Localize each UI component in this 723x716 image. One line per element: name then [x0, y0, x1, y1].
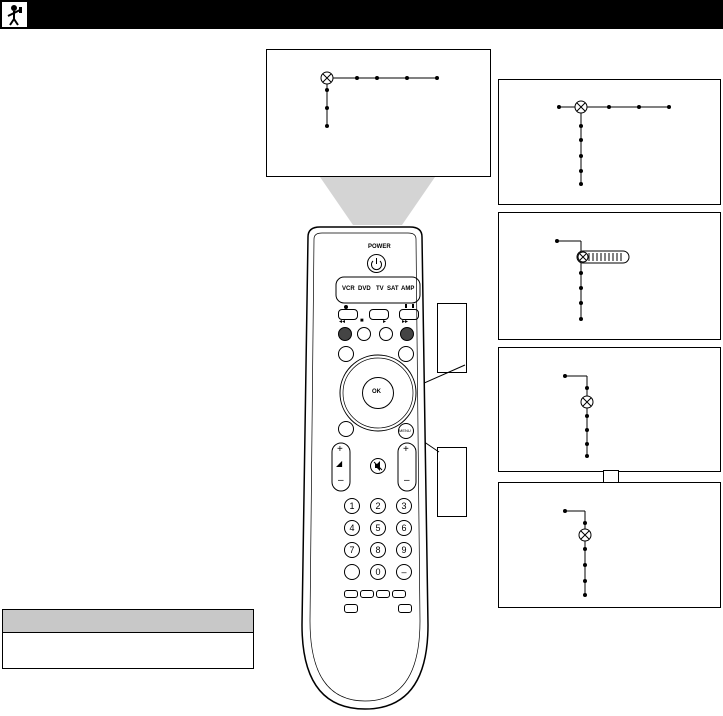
record-button[interactable]	[338, 309, 358, 320]
number-key-5[interactable]: 5	[370, 520, 386, 536]
source-button-dvd[interactable]: DVD	[358, 286, 371, 292]
record-icon	[344, 305, 348, 309]
callout-menu	[437, 447, 467, 517]
tip-box	[2, 609, 254, 669]
number-key-9[interactable]: 9	[396, 542, 412, 558]
fast-forward-button[interactable]	[400, 327, 414, 341]
remote-control: POWER VCR DVD TV SAT AMP ◂◂ ■ ▸ ▸▸ OK ME…	[300, 225, 430, 711]
color-key-blue[interactable]	[392, 590, 406, 598]
tv-screen-step-3	[498, 347, 721, 472]
source-button-sat[interactable]: SAT	[387, 286, 399, 292]
pause-icon	[405, 304, 414, 308]
power-button[interactable]	[367, 254, 386, 273]
mute-icon	[373, 461, 383, 471]
header-bar	[0, 0, 723, 29]
tv-screen-step-1	[498, 79, 721, 205]
mute-button[interactable]	[370, 458, 386, 474]
source-button-vcr[interactable]: VCR	[342, 286, 355, 292]
menu-diagram-step-1	[557, 100, 671, 186]
menu-button[interactable]: MENU	[398, 423, 414, 439]
power-label: POWER	[368, 244, 391, 250]
number-key-0[interactable]: 0	[370, 564, 386, 580]
rewind-button[interactable]	[338, 327, 352, 341]
stop-button[interactable]	[357, 327, 371, 341]
callout-ok	[437, 303, 467, 373]
ok-button[interactable]: OK	[362, 377, 394, 409]
number-key-1[interactable]: 1	[344, 498, 360, 514]
center-button[interactable]	[369, 309, 389, 320]
remote-control-figure-icon	[1, 1, 28, 28]
channel-minus-icon: –	[404, 475, 410, 486]
ir-beam	[320, 177, 435, 225]
tv-screen-step-4	[498, 482, 721, 608]
color-key-yellow[interactable]	[376, 590, 390, 598]
rewind-icon: ◂◂	[339, 319, 346, 325]
volume-plus-icon: +	[337, 444, 343, 455]
play-icon: ▸	[383, 319, 387, 325]
fast-forward-icon: ▸▸	[402, 319, 409, 325]
source-button-tv[interactable]: TV	[376, 286, 384, 292]
color-key-green[interactable]	[360, 590, 374, 598]
number-key-8[interactable]: 8	[370, 542, 386, 558]
menu-label: MENU	[399, 428, 411, 433]
number-key-7[interactable]: 7	[344, 542, 360, 558]
volume-icon: ◢	[336, 459, 343, 468]
menu-diagram-step-2	[555, 239, 630, 321]
menu-diagram-step-4	[563, 509, 592, 597]
tip-heading	[3, 610, 253, 633]
menu-diagram-top	[320, 71, 439, 128]
blank-key[interactable]	[344, 564, 360, 580]
pause-button[interactable]	[399, 309, 419, 320]
left-upper-button[interactable]	[338, 346, 354, 362]
color-key-red[interactable]	[344, 590, 358, 598]
bottom-right-key[interactable]	[398, 604, 412, 613]
menu-diagram-step-3	[563, 374, 594, 458]
number-key-4[interactable]: 4	[344, 520, 360, 536]
tv-screen-step-2	[498, 212, 721, 340]
tv-screen-top	[266, 49, 491, 177]
remote-body	[301, 226, 429, 710]
play-button[interactable]	[379, 327, 393, 341]
dash-key[interactable]: –	[396, 564, 412, 580]
ok-label: OK	[372, 389, 381, 395]
number-key-2[interactable]: 2	[370, 498, 386, 514]
number-key-3[interactable]: 3	[396, 498, 412, 514]
stop-icon: ■	[360, 318, 364, 324]
channel-plus-icon: +	[403, 444, 409, 455]
volume-minus-icon: –	[338, 475, 344, 486]
number-key-6[interactable]: 6	[396, 520, 412, 536]
right-upper-button[interactable]	[398, 346, 414, 362]
bottom-left-key[interactable]	[344, 604, 358, 613]
power-icon	[371, 258, 382, 270]
source-button-amp[interactable]: AMP	[401, 286, 415, 292]
left-lower-button[interactable]	[338, 421, 354, 437]
